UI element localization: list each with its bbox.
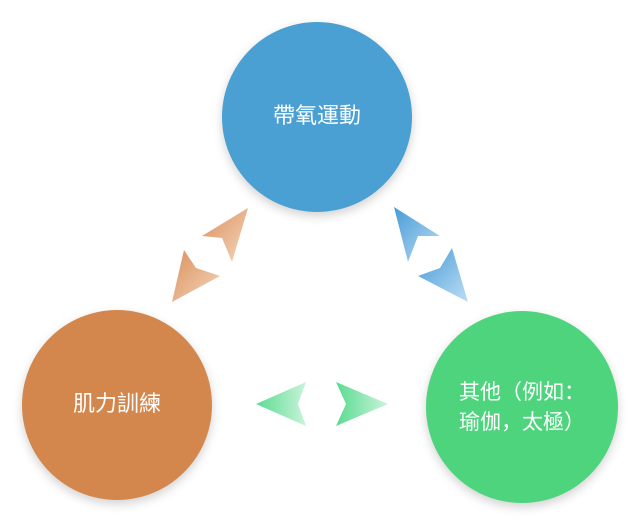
- node-aerobic-exercise: 帶氧運動: [222, 22, 412, 212]
- arrowhead-to-strength-from-other: [256, 382, 306, 426]
- node-strength-training: 肌力訓練: [22, 310, 212, 500]
- arrowhead-to-other: [418, 248, 468, 302]
- node-strength-label: 肌力訓練: [72, 392, 161, 418]
- node-aerobic-label: 帶氧運動: [272, 104, 361, 130]
- node-other-exercise: 其他（例如： 瑜伽，太極）: [426, 311, 618, 503]
- arrowhead-to-aerobic: [202, 208, 248, 262]
- arrowhead-to-aerobic-from-other: [394, 207, 440, 262]
- node-other-label: 其他（例如： 瑜伽，太極）: [459, 379, 585, 434]
- arrowhead-to-other-from-strength: [336, 382, 388, 426]
- arrowhead-to-strength: [172, 250, 220, 302]
